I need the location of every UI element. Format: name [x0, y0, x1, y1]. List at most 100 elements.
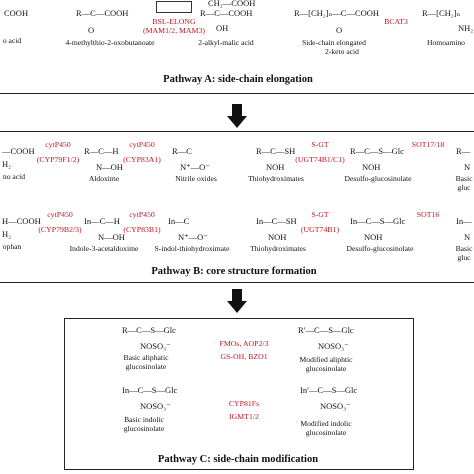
- panel-b-row2-compound-2a: In—C—H: [84, 216, 120, 226]
- panel-a-compound-3-top: CH₂—COOH: [208, 0, 256, 8]
- panel-b-row2-name-3: S-indol-thiohydroximate: [154, 244, 230, 253]
- panel-b-row1-enzyme-1b: (CYP79F1/2): [36, 155, 80, 164]
- panel-c-row1-name-2b: glucosinolate: [305, 364, 347, 373]
- panel-b-row1-enzyme-3b: (UGT74B1/C1): [295, 155, 345, 164]
- panel-b-row1-name-1: no acid: [2, 172, 26, 181]
- panel-c-side-chain-modification: [64, 318, 414, 470]
- panel-c-row1-compound-1a: R—C—S—Glc: [122, 325, 176, 335]
- panel-c-row2-compound-1a: In—C—S—Glc: [122, 385, 178, 395]
- panel-a-enzyme-2: BCAT3: [384, 17, 408, 26]
- panel-c-row2-name-2b: glucosinolate: [305, 428, 347, 437]
- panel-b-row2-name-6a: Basic: [455, 244, 473, 253]
- panel-b-row2-compound-4b: NOH: [268, 232, 287, 242]
- panel-c-row1-compound-2b: NOSO₃⁻: [318, 341, 349, 351]
- panel-a-compound-5-nh2: NH₂: [458, 23, 474, 33]
- panel-b-row1-enzyme-1a: cytP450: [45, 140, 71, 149]
- panel-b-row1-compound-2a: R—C—H: [84, 146, 119, 156]
- panel-a-name-4b: 2-keto acid: [325, 47, 359, 56]
- panel-c-row1-enzyme-2: GS-OH, BZO1: [220, 352, 268, 361]
- panel-c-row1-compound-1b: NOSO₃⁻: [140, 341, 171, 351]
- panel-b-row1-name-6a: Basic: [455, 174, 473, 183]
- panel-c-row2-name-1b: glucosinolate: [123, 424, 165, 433]
- panel-a-enzyme-box-1: [156, 1, 192, 13]
- panel-c-row2-compound-1b: NOSO₃⁻: [140, 401, 171, 411]
- panel-b-row2-compound-5a: In—C—S—Glc: [350, 216, 406, 226]
- panel-b-row1-compound-5b: NOH: [362, 162, 381, 172]
- panel-a-name-2: 4-methylthio-2-oxobutanoate: [65, 38, 155, 47]
- panel-c-row2-name-2a: Modified indolic: [300, 419, 352, 428]
- panel-a-compound-5: R—[CH₂]ₙ: [422, 8, 461, 18]
- panel-b-row2-compound-1b: H₂: [2, 229, 12, 239]
- arrow-down-ab: [227, 104, 247, 128]
- panel-b-row1-compound-3b: N⁺—O⁻: [180, 162, 210, 172]
- panel-b-row1-enzyme-4a: SOT17/18: [411, 140, 445, 149]
- panel-a-compound-2-oxo: O: [88, 25, 95, 35]
- panel-b-row2-name-6b: gluc: [457, 253, 471, 262]
- panel-b-row2-compound-5b: NOH: [364, 232, 383, 242]
- panel-b-row1-name-5: Desulfo-glucosinolate: [344, 174, 412, 183]
- panel-a-compound-3: R—C—COOH: [200, 8, 253, 18]
- panel-b-core-structure-formation: [0, 131, 474, 283]
- panel-a-compound-4: R—[CH₂]ₙ—C—COOH: [294, 8, 380, 18]
- panel-b-row1-compound-5a: R—C—S—Glc: [350, 146, 404, 156]
- panel-b-row2-enzyme-4a: SOT16: [416, 210, 440, 219]
- panel-b-row2-name-4: Thiohydroximates: [250, 244, 306, 253]
- panel-c-row2-enzyme-2: IGMT1/2: [229, 412, 259, 421]
- panel-a-name-1: o acid: [2, 36, 22, 45]
- panel-b-row1-compound-2b: N—OH: [96, 162, 123, 172]
- panel-b-row2-enzyme-1b: (CYP79B2/3): [38, 225, 82, 234]
- panel-b-row2-compound-4a: In—C—SH: [256, 216, 297, 226]
- panel-c-row1-name-1a: Basic aliphatic: [123, 353, 169, 362]
- panel-c-row1-compound-2a: R′—C—S—Glc: [298, 325, 354, 335]
- panel-a-compound-4-oxo: O: [336, 25, 343, 35]
- panel-b-row1-enzyme-3a: S-GT: [311, 140, 329, 149]
- panel-b-row1-name-2: Aldoxime: [88, 174, 120, 183]
- panel-b-row2-compound-3b: N⁺—O⁻: [178, 232, 208, 242]
- panel-b-title: Pathway B: core structure formation: [151, 266, 317, 277]
- panel-b-row1-compound-6b: N: [464, 162, 471, 172]
- panel-b-row1-name-3: Nitrile oxides: [175, 174, 217, 183]
- panel-a-enzyme-1a: BSL-ELONG: [152, 17, 196, 26]
- panel-a-compound-2: R—C—COOH: [76, 8, 129, 18]
- panel-c-title: Pathway C: side-chain modification: [157, 454, 319, 465]
- panel-b-row1-name-4: Thiohydroximates: [248, 174, 304, 183]
- panel-b-row2-compound-6b: N: [464, 232, 471, 242]
- panel-b-row2-compound-2b: N—OH: [98, 232, 125, 242]
- panel-b-title-label: Pathway B: [151, 266, 201, 277]
- panel-a-name-4a: Side-chain elongated: [302, 38, 366, 47]
- panel-b-row2-name-5: Desulfo-glucosinolate: [346, 244, 414, 253]
- panel-b-row2-compound-1: H—COOH: [2, 216, 41, 226]
- panel-b-row2-name-2: Indole-3-acetaldoxime: [69, 244, 139, 253]
- panel-c-row2-compound-2b: NOSO₃⁻: [320, 401, 351, 411]
- panel-a-compound-1: COOH: [4, 8, 29, 18]
- panel-b-row2-compound-3a: In—C: [168, 216, 190, 226]
- panel-b-row2-enzyme-2b: (CYP83B1): [123, 225, 161, 234]
- panel-c-title-label: Pathway C: [157, 454, 208, 465]
- panel-b-row1-compound-4a: R—C—SH: [256, 146, 296, 156]
- arrow-down-bc: [227, 289, 247, 313]
- panel-b-row2-name-1: ophan: [2, 242, 22, 251]
- panel-b-row1-enzyme-2b: (CYP83A1): [123, 155, 161, 164]
- panel-c-row1-name-1b: glucosinolate: [125, 362, 167, 371]
- panel-b-row1-compound-1b: H₂: [2, 159, 12, 169]
- panel-a-title-text: : side-chain elongation: [211, 74, 313, 85]
- panel-b-row1-compound-6a: R—: [456, 146, 471, 156]
- panel-c-row1-name-2a: Modified aliphtic: [299, 355, 353, 364]
- panel-b-row2-enzyme-1a: cytP450: [47, 210, 73, 219]
- panel-c-title-text: : side-chain modification: [207, 454, 319, 465]
- panel-a-compound-3-oh: OH: [216, 23, 229, 33]
- panel-b-row1-compound-3a: R—C: [172, 146, 192, 156]
- panel-b-row1-enzyme-2a: cytP450: [129, 140, 155, 149]
- panel-b-row2-enzyme-3a: S-GT: [311, 210, 329, 219]
- panel-a-name-5: Homoamino: [427, 38, 465, 47]
- panel-a-title-label: Pathway A: [163, 74, 212, 85]
- panel-b-row1-compound-1: —COOH: [2, 146, 35, 156]
- panel-c-row1-enzyme-1: FMOs, AOP2/3: [219, 339, 269, 348]
- panel-c-row2-enzyme-1: CYP81Fs: [228, 399, 260, 408]
- panel-c-row2-name-1a: Basic indolic: [124, 415, 164, 424]
- panel-a-name-3: 2-alkyl-malic acid: [198, 38, 254, 47]
- panel-a-enzyme-1b: (MAM1/2, MAM3): [143, 26, 205, 35]
- panel-b-row2-enzyme-3b: (UGT74B1): [300, 225, 340, 234]
- panel-a-side-chain-elongation: [0, 0, 474, 94]
- panel-b-title-text: : core structure formation: [200, 266, 317, 277]
